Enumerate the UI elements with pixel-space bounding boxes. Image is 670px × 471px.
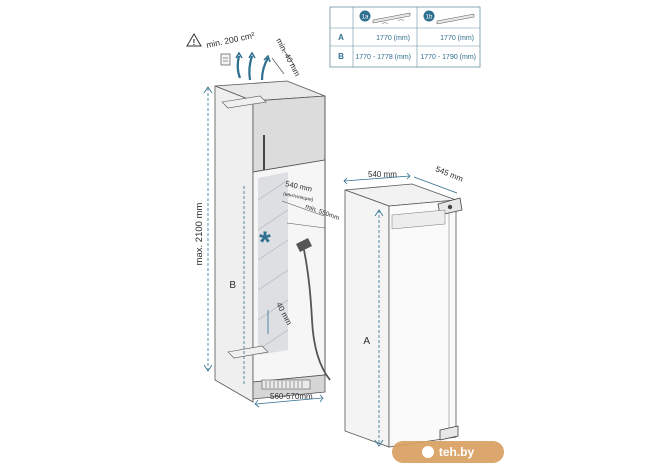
vent-grille-icon (220, 53, 231, 66)
fridge-door (388, 199, 457, 448)
dimension-table: 1a 1b A 1770 (mm) 1770 (mm) B 1770 - 177… (329, 6, 481, 68)
power-plug-icon (296, 238, 312, 252)
cabinet-drawing: * max. 2100 mm B 540 mm (вентиляция) min… (194, 80, 340, 408)
hinge-bracket-1a-icon (372, 12, 411, 24)
svg-text:!: ! (193, 38, 196, 47)
head-1a-badge (359, 10, 371, 22)
fridge-width-label: 540 mm (368, 170, 397, 179)
bottom-hinge-icon (439, 425, 459, 441)
head-1b: 1b (426, 15, 433, 21)
table-row-a-label: A (338, 33, 344, 42)
table-row-a-col2: 1770 (mm) (440, 35, 474, 42)
table-row-a-col1: 1770 (mm) (376, 35, 410, 42)
head-1b-badge (423, 10, 435, 22)
table-row-b-col2: 1770 - 1790 (mm) (420, 54, 476, 61)
brand-logo-icon (421, 446, 434, 458)
ventilation-warning: ! min. 200 cm² min. 40 mm (186, 30, 302, 81)
cabinet-height-label: max. 2100 mm (194, 203, 205, 266)
warning-triangle-icon (186, 33, 202, 47)
fridge-drawing: 540 mm 545 mm A (343, 165, 465, 448)
table-row-b-label: B (338, 52, 344, 61)
airflow-arrows-icon (235, 51, 271, 81)
asterisk-icon: * (259, 226, 271, 259)
brand-watermark: teh.by (392, 441, 504, 463)
niche-glass (258, 172, 288, 355)
ventilation-label: min. 200 cm² (205, 30, 255, 50)
a-label: A (363, 336, 370, 347)
brand-text: teh.by (438, 445, 475, 459)
power-cord (303, 249, 331, 381)
hinge-bracket-1b-icon (436, 13, 475, 25)
cabinet-depth-label: 560-570mm (270, 392, 313, 401)
top-gap-label: min. 40 mm (274, 37, 302, 78)
b-label: B (229, 280, 236, 291)
table-row-b-col1: 1770 - 1778 (mm) (355, 54, 411, 61)
fridge-depth-label: 545 mm (434, 165, 464, 184)
head-1a: 1a (362, 15, 369, 21)
